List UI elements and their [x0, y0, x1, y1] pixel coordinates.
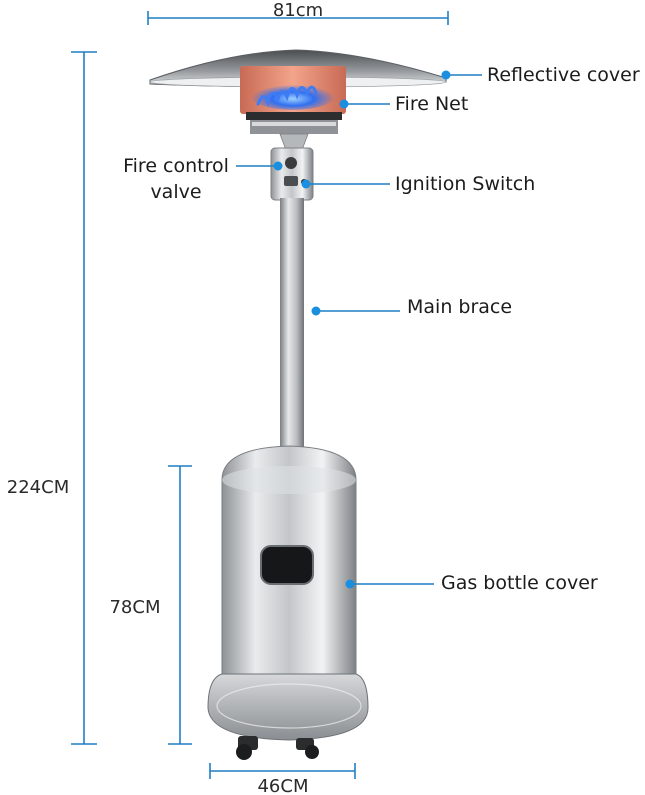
main-brace-shape [280, 198, 304, 456]
dimension-total-height [71, 51, 97, 745]
base-plate [207, 673, 369, 741]
callout-fire-control-valve-label-line1: Fire control [123, 155, 229, 177]
callout-dot [345, 579, 355, 589]
callout-gas-bottle-cover: Gas bottle cover [345, 572, 598, 594]
dimension-base-width [209, 763, 356, 779]
dimension-cover-height-label: 78CM [109, 597, 160, 618]
dimension-total-height-label: 224CM [7, 477, 69, 498]
callout-fire-net-label: Fire Net [395, 93, 468, 115]
callout-dot [311, 306, 321, 316]
dimension-base-width-label: 46CM [257, 776, 308, 795]
callout-fire-control-valve: Fire control valve [123, 155, 283, 203]
callout-dot [273, 161, 283, 171]
callout-fire-net: Fire Net [339, 93, 468, 115]
dimension-top-width [147, 11, 449, 25]
callout-gas-bottle-cover-label: Gas bottle cover [441, 572, 598, 594]
dimension-top-width-label: 81cm [273, 0, 323, 21]
callout-dot [301, 179, 311, 189]
dimension-cover-height [168, 465, 192, 745]
callout-main-brace: Main brace [311, 296, 512, 318]
gas-cover-window [260, 545, 314, 585]
callout-ignition-switch-label: Ignition Switch [395, 173, 535, 195]
callout-fire-control-valve-label-line2: valve [150, 181, 201, 203]
callout-ignition-switch: Ignition Switch [301, 173, 535, 195]
callout-reflective-cover-label: Reflective cover [487, 64, 640, 86]
callout-main-brace-label: Main brace [407, 296, 512, 318]
fire-control-valve-housing [270, 147, 314, 201]
callout-reflective-cover: Reflective cover [441, 64, 640, 86]
callout-dot [441, 70, 451, 80]
patio-heater-illustration [149, 49, 447, 760]
callout-dot [339, 99, 349, 109]
